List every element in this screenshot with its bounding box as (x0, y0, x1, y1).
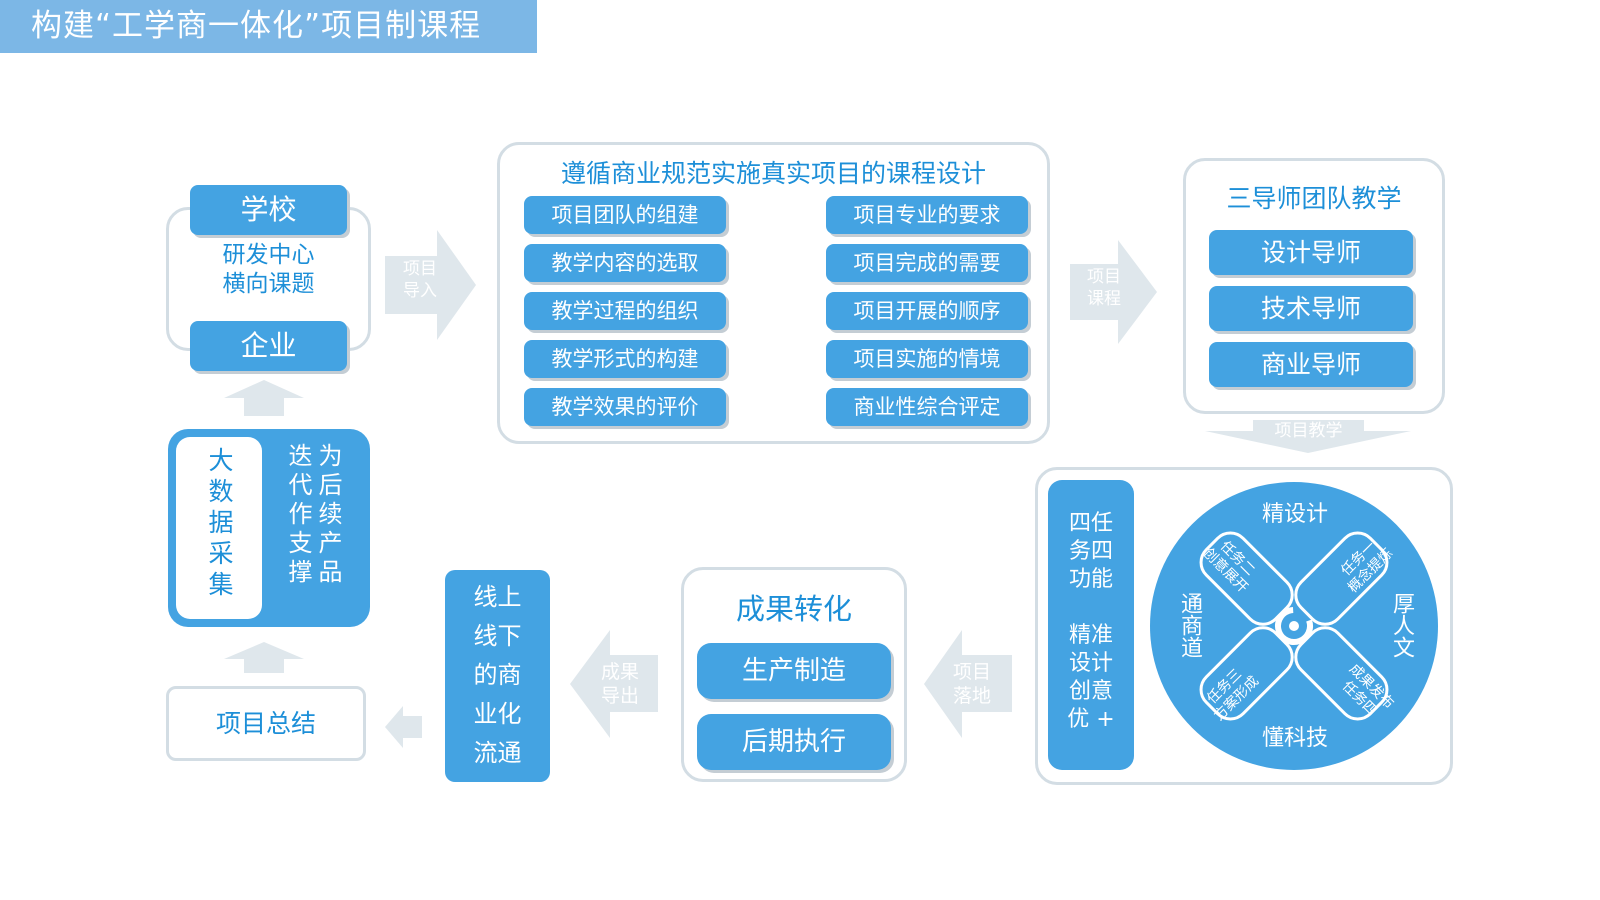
side-line-3: 功能 (1068, 567, 1113, 592)
iteration-col2: 迭代作支撑 (284, 443, 312, 588)
tech-mentor: 技术导师 (1209, 286, 1413, 331)
project-summary-box: 项目总结 (166, 686, 366, 761)
course-right-item: 项目实施的情境 (826, 340, 1028, 378)
project-course-label: 项目课程 (1087, 267, 1121, 309)
online-line-5: 流通 (473, 739, 522, 767)
course-connector-label: 遵 照 (754, 207, 788, 223)
course-left-item: 项目团队的组建 (524, 196, 726, 234)
circle-top-label: 精设计 (1261, 502, 1328, 527)
online-line-4: 业化 (473, 700, 522, 728)
course-left-item: 教学效果的评价 (524, 388, 726, 426)
iteration-support-text: 为后续产品 迭代作支撑 (283, 443, 343, 613)
project-course-arrow (1070, 240, 1157, 344)
production-item: 生产制造 (697, 643, 891, 699)
side-line-1: 四任 (1068, 511, 1113, 536)
iteration-col1: 为后续产品 (314, 443, 342, 588)
big-data-collection-text: 大数据采集 (205, 447, 234, 602)
rd-center-line: 研发中心 (222, 242, 315, 268)
up-arrow-2 (224, 642, 304, 673)
project-teaching-arrow (1205, 420, 1411, 453)
project-import-label: 项目导入 (403, 259, 437, 301)
circle-right-label: 厚人文 (1389, 592, 1414, 658)
up-arrow-1 (224, 380, 304, 416)
execution-item: 后期执行 (697, 714, 891, 770)
course-left-item: 教学内容的选取 (524, 244, 726, 282)
course-connector-label: 参 照 (754, 303, 788, 319)
summary-arrow (385, 706, 422, 748)
course-left-item: 教学形式的构建 (524, 340, 726, 378)
online-line-2: 线下 (473, 622, 522, 650)
horizontal-topic-line: 横向课题 (222, 271, 315, 297)
circle-left-label: 通商道 (1177, 592, 1202, 658)
course-right-item: 项目完成的需要 (826, 244, 1028, 282)
course-right-item: 商业性综合评定 (826, 388, 1028, 426)
mentor-team-title: 三导师团队教学 (1226, 184, 1402, 213)
results-title: 成果转化 (735, 592, 852, 626)
four-tasks-side-panel: 四任 务四 功能 精准 设计 创意 优 + (1048, 480, 1134, 770)
course-right-item: 项目开展的顺序 (826, 292, 1028, 330)
circle-bottom-label: 懂科技 (1261, 726, 1328, 751)
online-offline-box: 线上 线下 的商 业化 流通 (445, 570, 550, 782)
result-export-label: 成果导出 (600, 661, 639, 707)
side-line-2: 务四 (1068, 539, 1113, 564)
online-line-3: 的商 (473, 661, 522, 689)
side-line-7: 优 + (1067, 707, 1115, 732)
course-design-title: 遵循商业规范实施真实项目的课程设计 (560, 159, 986, 188)
online-line-1: 线上 (473, 583, 522, 611)
project-teaching-label: 项目教学 (1274, 421, 1343, 441)
enterprise-label: 企业 (190, 321, 347, 371)
side-line-5: 设计 (1068, 651, 1113, 676)
result-export-arrow (570, 630, 658, 738)
course-connector-label: 引 进 (754, 399, 788, 415)
rd-center-text: 研发中心 横向课题 (190, 241, 347, 299)
side-line-6: 创意 (1068, 679, 1113, 704)
school-label: 学校 (190, 185, 347, 235)
project-landing-arrow (924, 630, 1012, 738)
big-data-inner (176, 437, 262, 619)
project-landing-label: 项目落地 (952, 661, 991, 707)
course-right-item: 项目专业的要求 (826, 196, 1028, 234)
course-connector-label: 依 据 (754, 255, 788, 271)
side-line-4: 精准 (1068, 623, 1113, 648)
four-tasks-circle (1150, 482, 1438, 770)
business-mentor: 商业导师 (1209, 342, 1413, 387)
project-import-arrow (385, 230, 476, 340)
page-title: 构建“工学商一体化”项目制课程 (0, 0, 537, 53)
course-connector-label: 再 现 (754, 351, 788, 367)
course-left-item: 教学过程的组织 (524, 292, 726, 330)
design-mentor: 设计导师 (1209, 230, 1413, 275)
